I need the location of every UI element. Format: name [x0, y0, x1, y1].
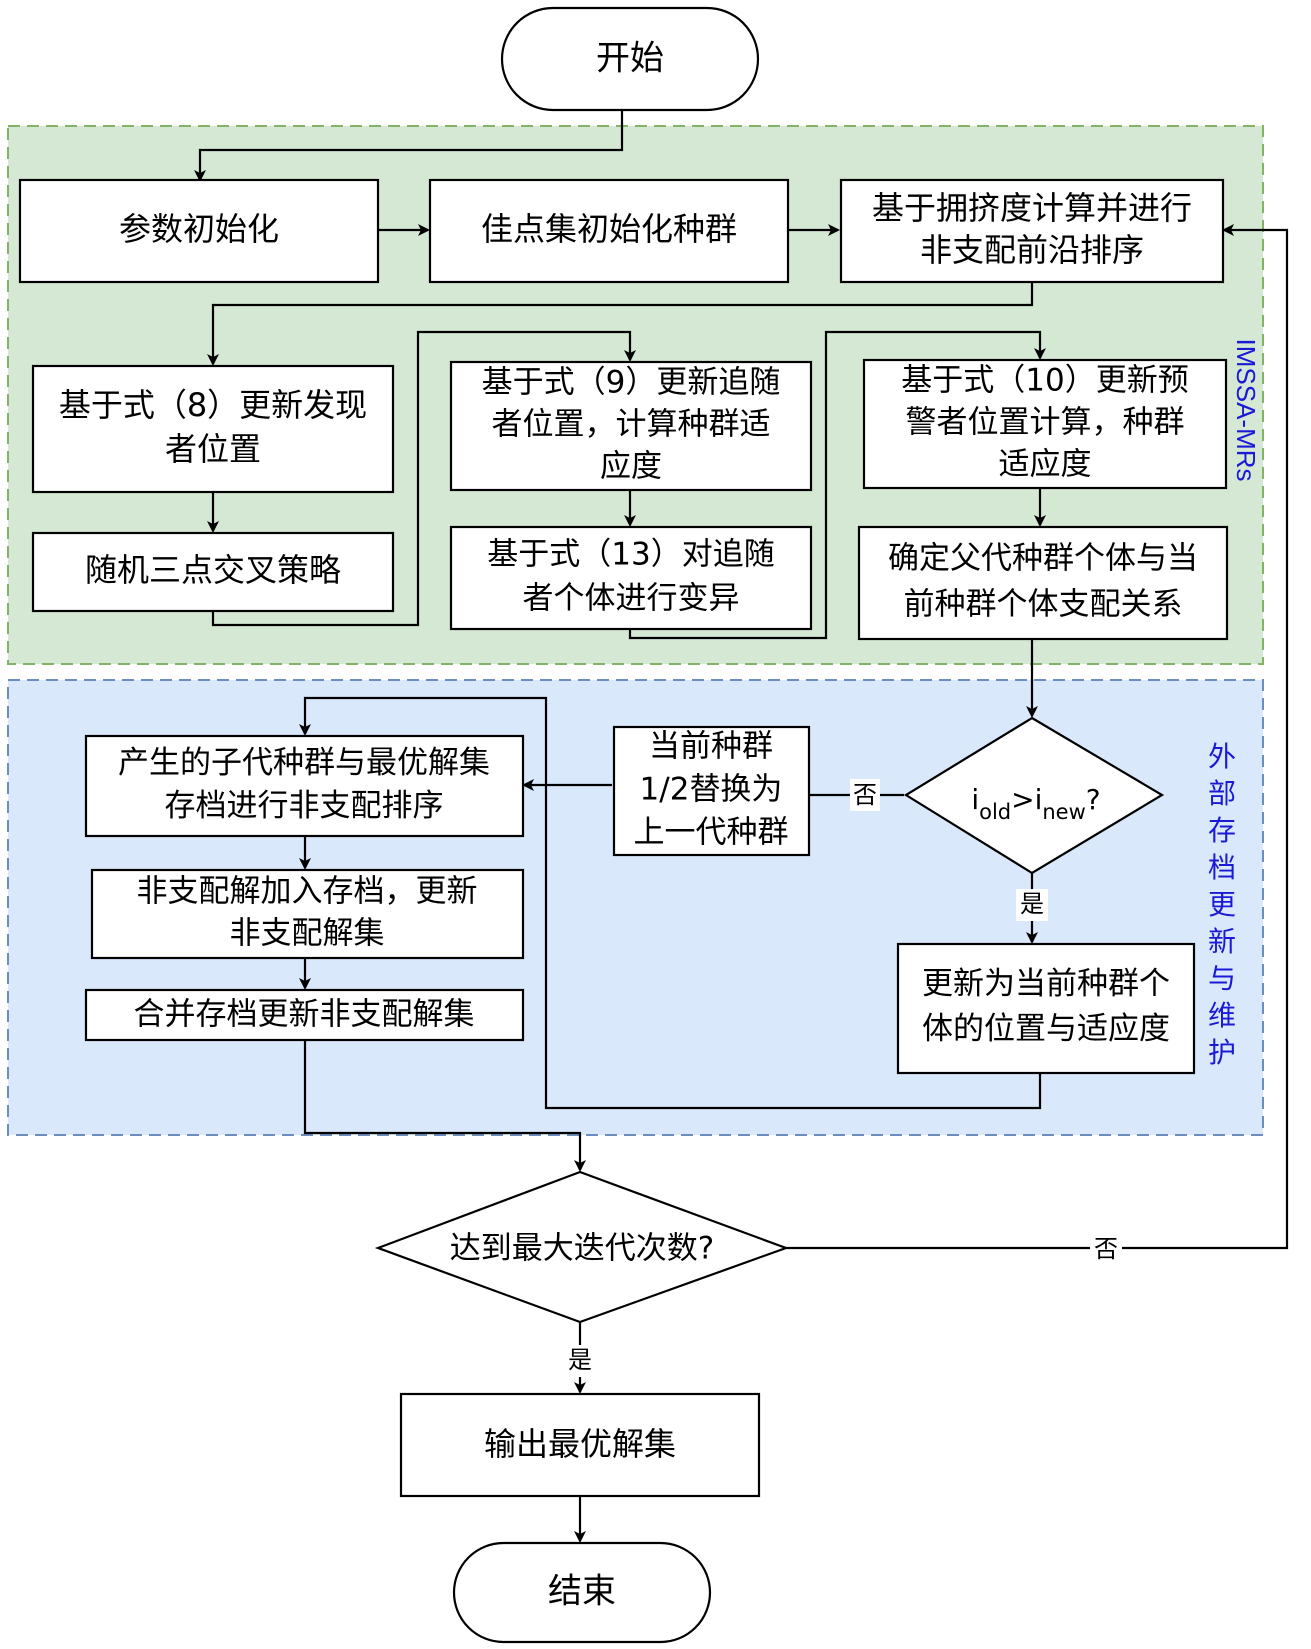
compare-no-label: 否	[853, 781, 877, 809]
update-warner-label-line-2: 警者位置计算，种群	[906, 405, 1185, 441]
end-label: 结束	[548, 1572, 616, 1612]
random-crossover-box	[31, 531, 395, 613]
archive-group-label-char-5: 更	[1208, 888, 1236, 921]
param-init-label: 参数初始化	[119, 210, 279, 248]
dominance-label-line-1: 确定父代种群个体与当	[888, 541, 1198, 577]
start-label: 开始	[596, 39, 664, 79]
iter-yes-label: 是	[568, 1346, 592, 1374]
replace-half-label-line-3: 上一代种群	[634, 815, 789, 851]
offspring-sort-label-line-2: 存档进行非支配排序	[165, 788, 444, 824]
output-box	[399, 1392, 761, 1498]
merge-archive-label: 合并存档更新非支配解集	[134, 997, 475, 1033]
gps-init-box	[428, 178, 790, 284]
update-follower-label-line-1: 基于式（9）更新追随	[482, 365, 781, 401]
add-archive-label-line-1: 非支配解加入存档，更新	[137, 874, 478, 910]
update-current-label-line-1: 更新为当前种群个	[922, 966, 1170, 1002]
max-iter-label: 达到最大迭代次数?	[450, 1231, 714, 1267]
gps-init-label: 佳点集初始化种群	[481, 210, 737, 248]
update-follower-label-line-3: 应度	[600, 449, 662, 485]
add-archive-box	[90, 868, 525, 960]
crowding-sort-label-line-1: 基于拥挤度计算并进行	[872, 189, 1192, 227]
update-discoverer-label-line-2: 者位置	[165, 430, 261, 468]
compare-diamond	[903, 716, 1165, 875]
merge-archive-box	[84, 988, 525, 1042]
compare-yes-label: 是	[1020, 890, 1044, 918]
update-current-box	[896, 942, 1196, 1075]
edge-crowding-to-discoverer	[207, 282, 1034, 366]
add-archive-label-line-2: 非支配解集	[230, 916, 385, 952]
imssa-group-label: IMSSA-MRs	[1231, 339, 1261, 482]
crowding-sort-label-line-2: 非支配前沿排序	[920, 231, 1144, 269]
replace-half-label-line-2: 1/2替换为	[640, 772, 783, 808]
replace-half-box	[612, 725, 811, 857]
edge-merge-to-iter	[303, 1040, 586, 1172]
update-follower-box	[449, 360, 813, 492]
update-warner-label-line-3: 适应度	[999, 447, 1092, 483]
update-discoverer-label-line-1: 基于式（8）更新发现	[59, 386, 367, 424]
iter-no-label-bg	[1090, 1233, 1122, 1265]
offspring-sort-box	[84, 734, 525, 838]
dominance-label-line-2: 前种群个体支配关系	[904, 587, 1183, 623]
random-crossover-label: 随机三点交叉策略	[85, 551, 341, 589]
mutate-follower-box	[449, 525, 813, 631]
archive-group-label-char-4: 档	[1208, 851, 1236, 884]
archive-group-label-char-1: 外	[1208, 740, 1236, 773]
dominance-box	[857, 525, 1229, 641]
archive-group-label-char-2: 部	[1208, 777, 1236, 810]
archive-group-label-char-9: 护	[1208, 1036, 1236, 1069]
compare-no-label-bg	[850, 779, 880, 811]
update-warner-box	[862, 358, 1228, 490]
update-warner-label-line-1: 基于式（10）更新预	[901, 363, 1188, 399]
compare-yes-label-bg	[1016, 889, 1048, 921]
start-node	[500, 6, 760, 112]
archive-group-label-char-8: 维	[1208, 999, 1236, 1032]
edge-crossover-to-follower	[211, 330, 636, 627]
end-node	[452, 1541, 712, 1644]
update-follower-label-line-2: 者位置，计算种群适	[492, 407, 771, 443]
compare-label: iold>inew?	[971, 783, 1100, 824]
add-archive-label: 非支配解加入存档，更新非支配解集	[137, 874, 478, 952]
update-current-label-line-2: 体的位置与适应度	[922, 1011, 1170, 1047]
archive-group-label-char-6: 新	[1208, 925, 1236, 958]
iter-no-label: 否	[1094, 1235, 1118, 1263]
mutate-follower-label-line-1: 基于式（13）对追随	[487, 537, 774, 573]
edge-mutate-to-warner	[628, 330, 1046, 640]
edge-start-to-param	[194, 110, 624, 182]
update-discoverer-box	[31, 364, 395, 494]
offspring-sort-label-line-1: 产生的子代种群与最优解集	[118, 745, 490, 781]
archive-group-label-char-7: 与	[1208, 962, 1236, 995]
param-init-box	[18, 178, 380, 284]
output-label: 输出最优解集	[484, 1425, 676, 1463]
mutate-follower-label-line-2: 者个体进行变异	[523, 581, 740, 617]
crowding-sort-box	[839, 178, 1225, 284]
iter-yes-label-bg	[564, 1345, 596, 1377]
max-iter-diamond	[374, 1170, 790, 1324]
edge-update-current-loop	[299, 696, 1042, 1110]
edge-iter-no	[784, 224, 1289, 1250]
archive-group-label-char-3: 存	[1208, 814, 1236, 847]
replace-half-label-line-1: 当前种群	[649, 729, 773, 765]
